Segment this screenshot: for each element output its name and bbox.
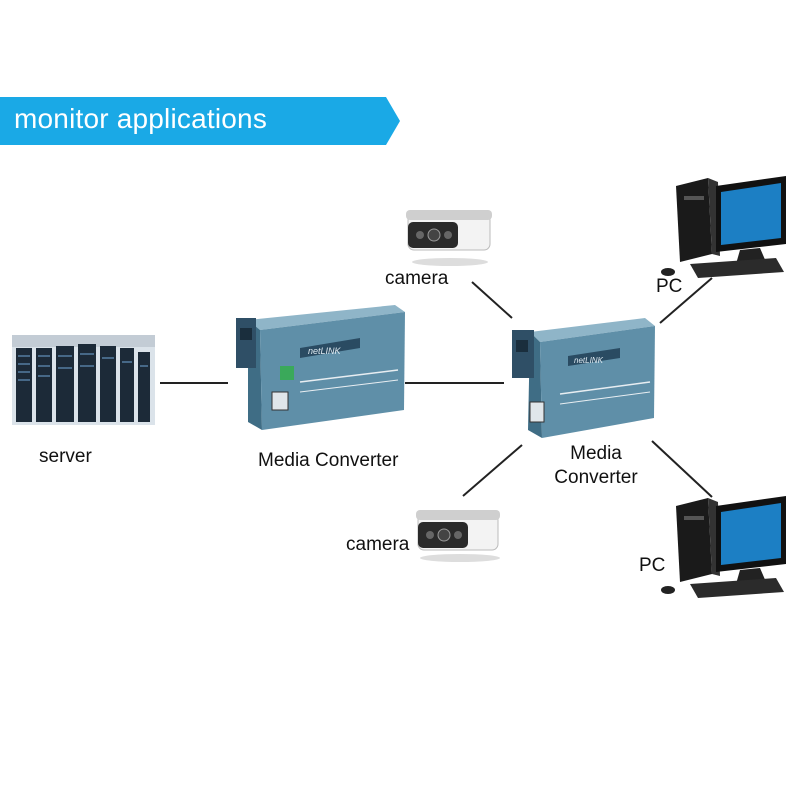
banner-title: monitor applications (14, 103, 268, 134)
media-converter-right-label: Media Converter (548, 443, 644, 489)
svg-text:netLINK: netLINK (574, 356, 604, 365)
pc-bottom-icon (661, 496, 786, 598)
camera-bottom-label: camera (346, 534, 410, 555)
camera-bottom-icon (416, 510, 500, 562)
camera-top-label: camera (385, 268, 449, 289)
link-pc-bottom (651, 440, 713, 498)
media-converter-right-label-line2: Converter (554, 467, 638, 488)
server-rack-icon (12, 335, 155, 425)
link-camera-bottom (462, 444, 523, 497)
media-converter-left-label: Media Converter (258, 450, 399, 471)
media-converter-right-label-line1: Media (570, 443, 622, 464)
camera-top-icon (406, 210, 492, 266)
pc-bottom-label: PC (639, 555, 666, 576)
media-converter-right-icon: netLINK (512, 318, 655, 438)
media-converter-left-icon: netLINK (236, 305, 405, 430)
svg-text:netLINK: netLINK (308, 346, 342, 356)
server-label: server (39, 446, 92, 467)
pc-top-icon (661, 176, 786, 278)
link-pc-top (659, 277, 713, 324)
pc-top-label: PC (656, 276, 683, 297)
link-camera-top (471, 281, 513, 319)
title-banner (0, 97, 400, 145)
